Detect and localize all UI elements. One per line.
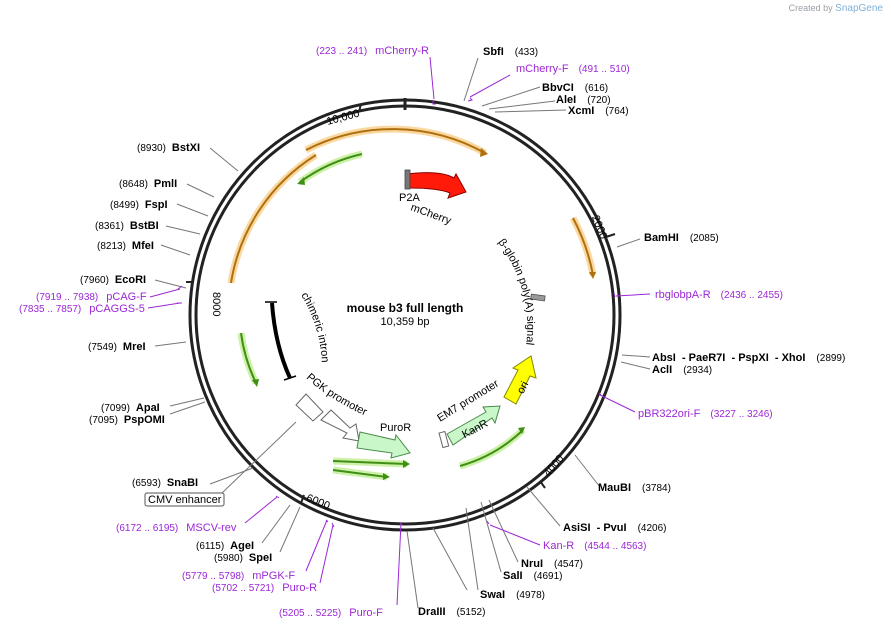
enzyme-draiii: DraIII(5152) bbox=[418, 606, 485, 618]
enzyme-spei: (5980)SpeI bbox=[214, 552, 272, 564]
enzyme-maubi: MauBI(3784) bbox=[598, 482, 671, 494]
cmv-enhancer-feature: CMV enhancer bbox=[144, 421, 297, 507]
primer-rbglobpa-r: rbglobpA-R(2436 .. 2455) bbox=[655, 289, 783, 301]
snapgene-logo: SnapGene bbox=[835, 3, 883, 14]
enzyme-mrei: (7549)MreI bbox=[88, 341, 146, 353]
chimeric-intron-feature: chimeric intron bbox=[265, 290, 331, 381]
enzyme-bamhi: BamHI(2085) bbox=[644, 232, 719, 244]
ori-feature: ori bbox=[503, 355, 537, 405]
enzyme-bstbi: (8361)BstBI bbox=[95, 220, 159, 232]
tick-label-6000: 6000 bbox=[304, 492, 331, 512]
enzyme-swai: SwaI(4978) bbox=[480, 589, 545, 601]
enzyme-sali: SalI(4691) bbox=[503, 570, 562, 582]
enzyme-pspomi: (7095)PspOMI bbox=[89, 414, 165, 426]
tick-label-2000: 2000 bbox=[589, 214, 609, 241]
primer-kan-r: Kan-R(4544 .. 4563) bbox=[543, 540, 646, 552]
enzyme-bbvci: BbvCI(616) bbox=[542, 82, 608, 94]
mcherry-label: mCherry bbox=[409, 202, 453, 228]
chimeric-intron-label: chimeric intron bbox=[298, 290, 330, 363]
pgk-promoter-feature: PGK promoter bbox=[295, 371, 369, 442]
kanr-feature: KanR bbox=[446, 405, 501, 446]
tick-label-8000: 8000 bbox=[210, 292, 222, 316]
enzyme-acli: AclI(2934) bbox=[652, 364, 712, 376]
primer-mscv-rev: (6172 .. 6195)MSCV-rev bbox=[116, 522, 237, 534]
enzyme-pmli: (8648)PmlI bbox=[119, 178, 177, 190]
green-feature-arcs bbox=[237, 150, 526, 481]
enzyme-bstxi: (8930)BstXI bbox=[137, 142, 200, 154]
enzyme-snabi: (6593)SnaBI bbox=[132, 477, 198, 489]
primer-pcag-f: (7919 .. 7938)pCAG-F bbox=[36, 291, 147, 303]
bglobin-polya-label: β-globin poly(A) signal bbox=[496, 237, 537, 346]
plasmid-size: 10,359 bp bbox=[381, 316, 430, 328]
credit-prefix: Created by bbox=[788, 3, 833, 13]
puror-label: PuroR bbox=[380, 422, 411, 434]
mcherry-feature: P2A mCherry bbox=[399, 169, 467, 228]
enzyme-apai: (7099)ApaI bbox=[101, 402, 160, 414]
enzyme-alei: AleI(720) bbox=[556, 94, 611, 106]
enzyme-fspi: (8499)FspI bbox=[110, 199, 168, 211]
primer-puro-r: (5702 .. 5721)Puro-R bbox=[212, 582, 317, 594]
orange-feature-arcs bbox=[227, 125, 597, 284]
plasmid-name: mouse b3 full length bbox=[347, 301, 464, 315]
enzyme-labels: SbfI(433) BbvCI(616) AleI(720) XcmI(764)… bbox=[80, 46, 845, 618]
enzyme-agei: (6115)AgeI bbox=[196, 540, 254, 552]
enzyme-asisi-pvui: AsiSI - PvuI(4206) bbox=[563, 522, 666, 534]
p2a-label: P2A bbox=[399, 192, 420, 204]
primer-pbr322ori-f: pBR322ori-F(3227 .. 3246) bbox=[638, 408, 773, 420]
primer-mpgk-f: (5779 .. 5798)mPGK-F bbox=[182, 570, 295, 582]
tick-label-4000: 4000 bbox=[542, 453, 567, 479]
enzyme-mfei: (8213)MfeI bbox=[97, 240, 154, 252]
bglobin-polya-feature: β-globin poly(A) signal bbox=[496, 237, 546, 346]
enzyme-sbfi: SbfI(433) bbox=[483, 46, 538, 58]
primer-mcherry-r: (223 .. 241)mCherry-R bbox=[316, 45, 429, 57]
enzyme-nrui: NruI(4547) bbox=[521, 558, 583, 570]
primer-labels: (223 .. 241)mCherry-R mCherry-F(491 .. 5… bbox=[19, 45, 783, 619]
primer-pcaggs-5: (7835 .. 7857)pCAGGS-5 bbox=[19, 303, 145, 315]
snapgene-credit: Created by SnapGene bbox=[789, 3, 883, 14]
enzyme-ecori: (7960)EcoRI bbox=[80, 274, 146, 286]
primer-mcherry-f: mCherry-F(491 .. 510) bbox=[516, 63, 630, 75]
enzyme-absi-xhoi: AbsI - PaeR7I - PspXI - XhoI(2899) bbox=[652, 352, 845, 364]
puror-feature: PuroR bbox=[356, 422, 411, 459]
p2a-feature bbox=[404, 169, 411, 190]
primer-leaders bbox=[147, 56, 651, 606]
ori-label: ori bbox=[515, 379, 531, 395]
enzyme-xcmi: XcmI(764) bbox=[568, 105, 629, 117]
tick-label-10000: 10,000 bbox=[325, 108, 361, 128]
cmv-enhancer-label: CMV enhancer bbox=[148, 494, 222, 506]
primer-puro-f: (5205 .. 5225)Puro-F bbox=[279, 607, 383, 619]
